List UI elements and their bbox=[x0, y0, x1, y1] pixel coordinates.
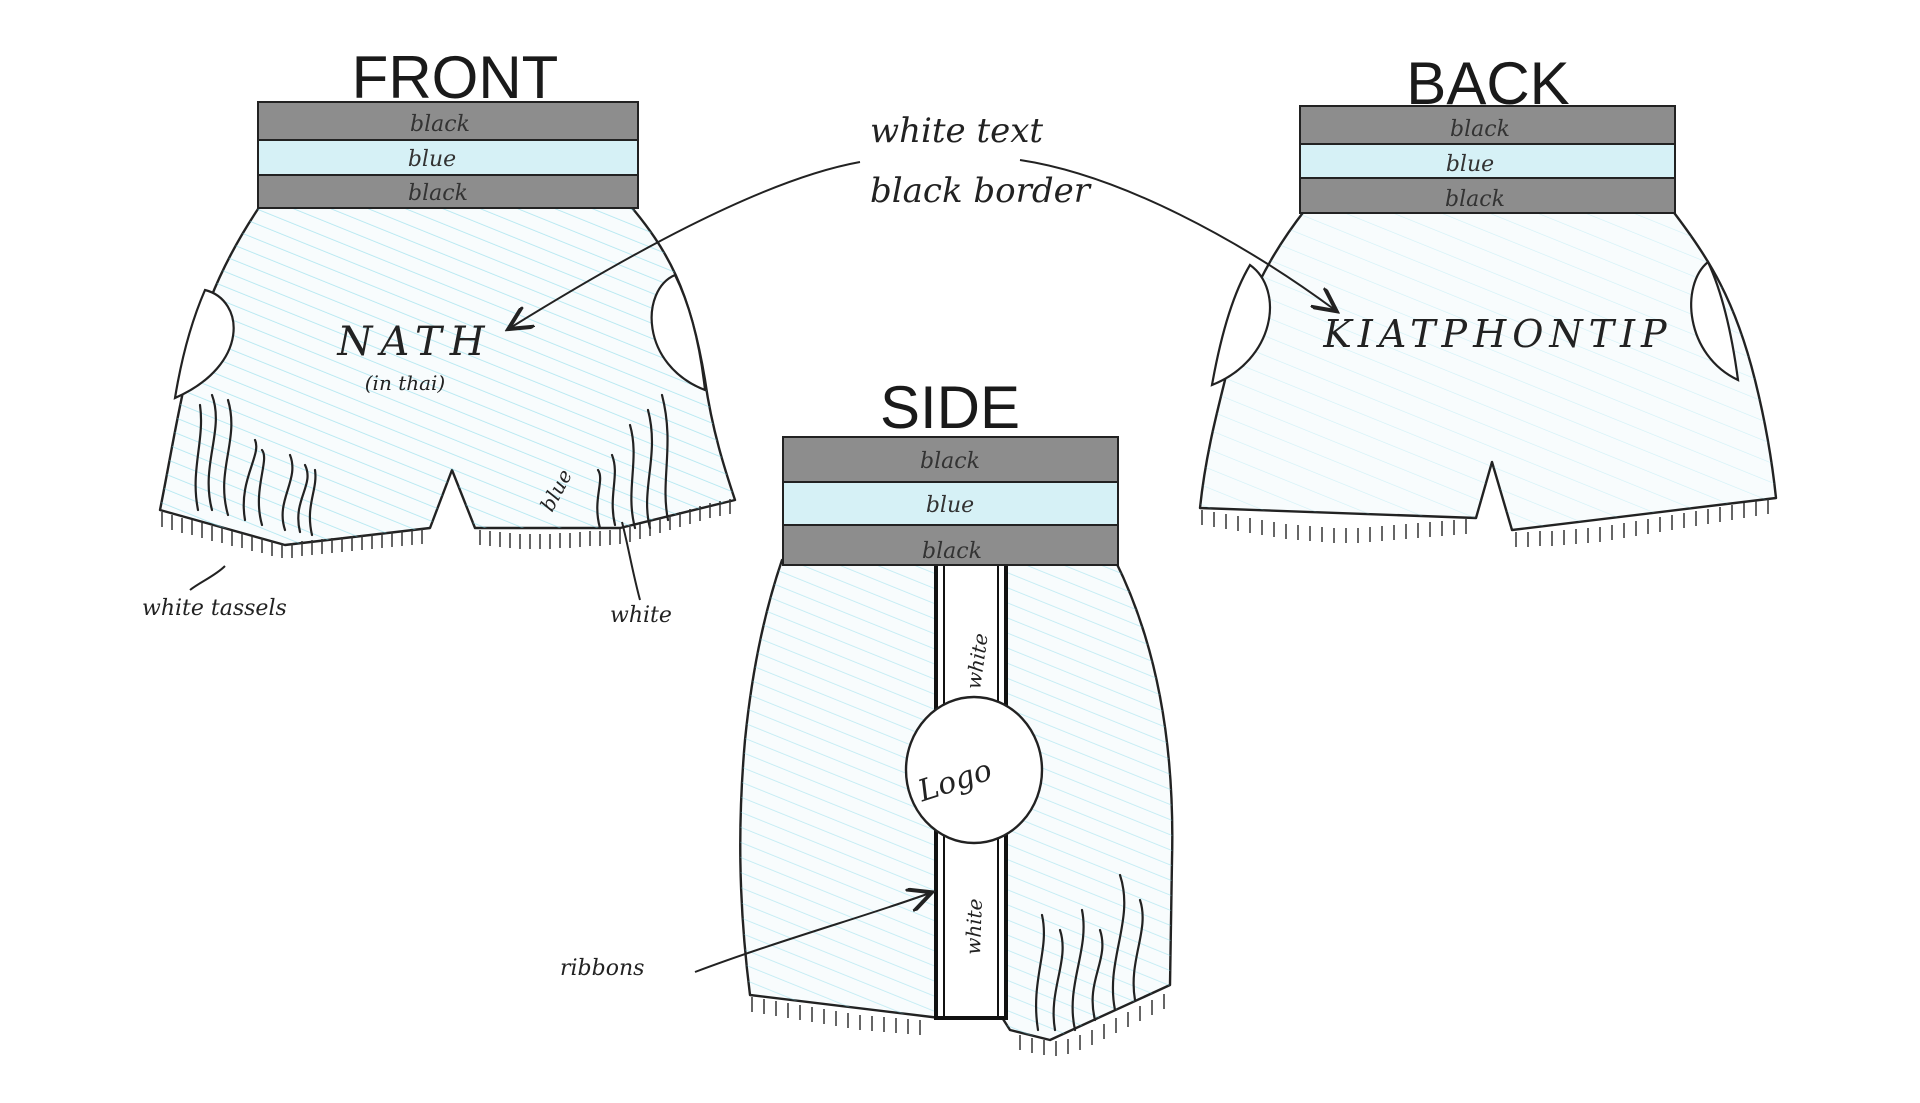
side-view: SIDE black blue black white white Logo bbox=[560, 374, 1174, 1056]
side-ribbons-label: ribbons bbox=[560, 956, 644, 981]
front-band-1-label: black bbox=[410, 112, 470, 137]
side-flames bbox=[1034, 873, 1144, 1032]
side-stripe-label-bottom: white bbox=[961, 898, 987, 955]
back-view: BACK black blue black bbox=[1198, 50, 1778, 547]
front-band-2-label: blue bbox=[408, 147, 456, 172]
annotation-arrow-back bbox=[1019, 159, 1335, 310]
side-tassels bbox=[751, 994, 1165, 1056]
front-flames bbox=[194, 393, 670, 537]
front-tassels-arrow bbox=[189, 565, 226, 591]
back-band-1-label: black bbox=[1450, 117, 1510, 142]
side-ribbons-arrow bbox=[694, 893, 930, 973]
back-band-2-label: blue bbox=[1446, 152, 1494, 177]
front-title: FRONT bbox=[352, 44, 559, 111]
text-annotation: white text black border bbox=[510, 111, 1335, 328]
front-tassels-label: white tassels bbox=[142, 596, 287, 621]
front-view: FRONT black blue bbox=[142, 44, 737, 628]
front-left-pocket bbox=[173, 288, 235, 400]
annotation-line-1: white text bbox=[870, 111, 1043, 151]
front-right-pocket bbox=[650, 273, 707, 392]
front-tassels bbox=[161, 499, 731, 558]
back-tassels bbox=[1201, 499, 1769, 547]
annotation-arrow-front bbox=[510, 161, 861, 328]
side-band-3-label: black bbox=[922, 539, 982, 564]
annotation-line-2: black border bbox=[870, 171, 1092, 211]
side-title: SIDE bbox=[880, 374, 1020, 441]
back-waistband: black blue black bbox=[1299, 105, 1676, 214]
front-sub-text: (in thai) bbox=[365, 371, 445, 395]
side-logo-circle bbox=[904, 695, 1044, 845]
back-right-pocket bbox=[1690, 260, 1740, 382]
back-left-pocket bbox=[1210, 263, 1272, 387]
front-flame-label-white: white bbox=[610, 603, 672, 628]
front-main-text: NATH bbox=[336, 319, 492, 365]
side-band-2-label: blue bbox=[926, 493, 974, 518]
side-waistband: black blue black bbox=[782, 436, 1119, 566]
front-flame-arrow bbox=[621, 521, 641, 601]
front-waistband: black blue black bbox=[257, 101, 639, 209]
side-band-1-label: black bbox=[920, 449, 980, 474]
back-band-3-label: black bbox=[1445, 187, 1505, 212]
back-main-text: KIATPHONTIP bbox=[1322, 312, 1672, 356]
front-band-3-label: black bbox=[408, 181, 468, 206]
